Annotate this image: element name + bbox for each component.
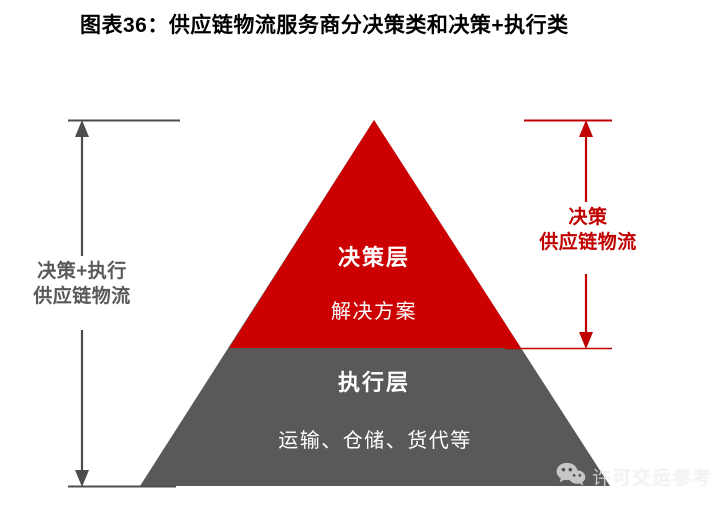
watermark-text: 许可交运参考 bbox=[592, 468, 712, 489]
left-arrow-head-down bbox=[75, 470, 89, 487]
left-arrow-head-up bbox=[75, 120, 89, 137]
execution-layer-heading: 执行层 bbox=[337, 370, 410, 395]
page-title: 图表36：供应链物流服务商分决策类和决策+执行类 bbox=[80, 14, 569, 37]
left-scope-label: 决策+执行 供应链物流 bbox=[8, 256, 156, 312]
decision-layer-heading: 决策层 bbox=[337, 245, 410, 270]
right-scope-label: 决策 供应链物流 bbox=[515, 202, 661, 258]
execution-layer-subtitle: 运输、仓储、货代等 bbox=[278, 430, 472, 452]
left-scope-label-line2: 供应链物流 bbox=[33, 286, 131, 307]
left-scope-label-line1: 决策+执行 bbox=[37, 261, 127, 282]
watermark: 许可交运参考 bbox=[556, 462, 712, 491]
right-scope-label-line2: 供应链物流 bbox=[539, 232, 637, 253]
right-arrow-head-up bbox=[579, 120, 593, 137]
right-arrow-head-down bbox=[579, 332, 593, 349]
wechat-icon bbox=[556, 462, 586, 491]
decision-layer-subtitle: 解决方案 bbox=[331, 301, 417, 323]
pyramid-top-layer bbox=[229, 120, 521, 348]
right-scope-label-line1: 决策 bbox=[568, 207, 608, 228]
